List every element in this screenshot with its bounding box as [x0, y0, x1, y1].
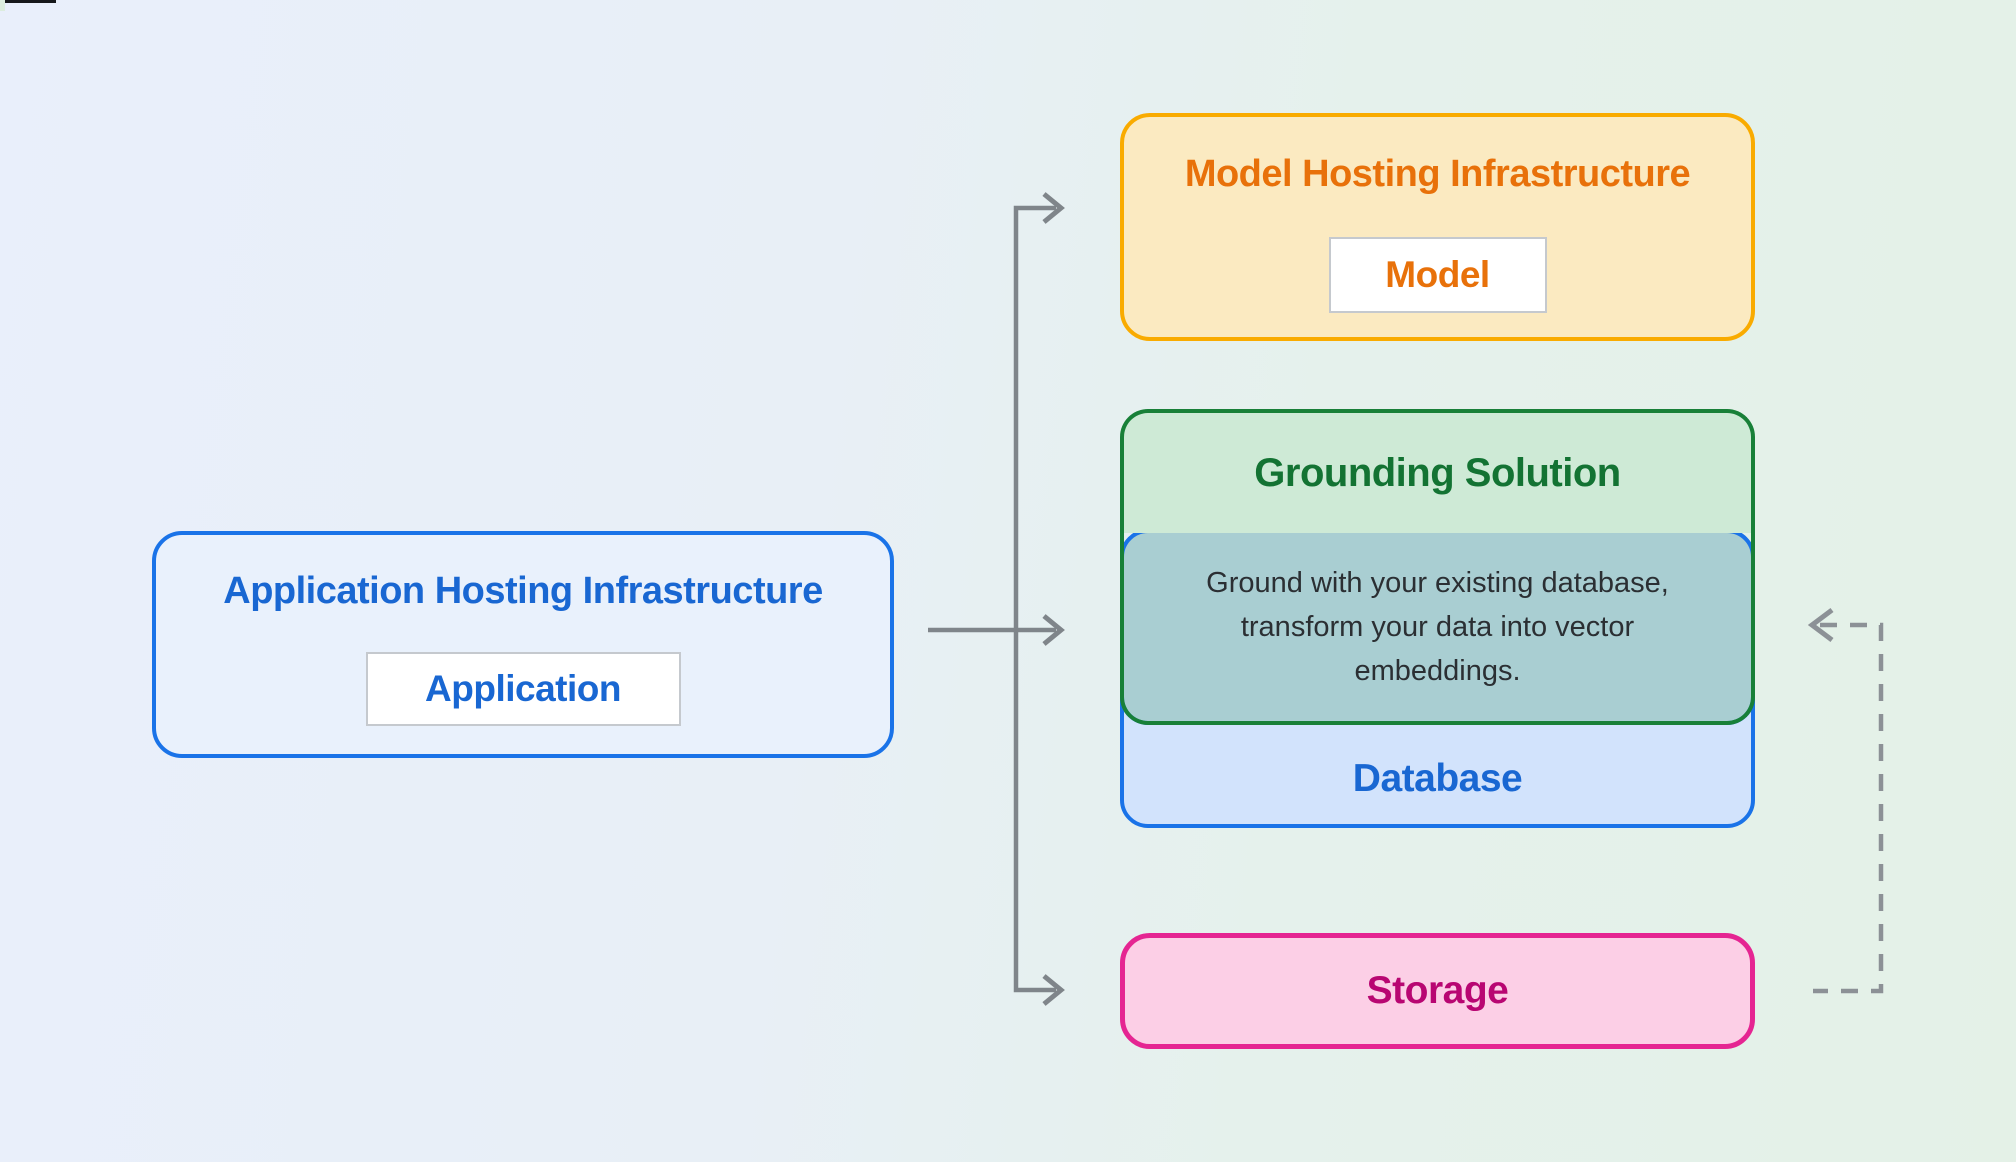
model-hosting-title: Model Hosting Infrastructure [1184, 153, 1691, 195]
model-hosting-box: Model Hosting Infrastructure Model [1120, 113, 1755, 341]
grounding-note: Ground with your existing database, tran… [1206, 567, 1669, 687]
arrowhead-to-model [1042, 192, 1065, 224]
application-chip: Application [365, 652, 681, 726]
grounding-solution-title: Grounding Solution [1254, 451, 1621, 495]
arrowhead-to-grounding [1042, 614, 1065, 646]
corner-artifact-green [0, 0, 5, 11]
database-label-strip: Database [1124, 729, 1751, 828]
storage-box: Storage [1120, 933, 1755, 1049]
storage-title: Storage [1366, 969, 1509, 1012]
application-hosting-title: Application Hosting Infrastructure [223, 570, 823, 612]
connector-trunk [1013, 205, 1056, 993]
application-hosting-box: Application Hosting Infrastructure Appli… [152, 531, 894, 758]
feedback-dashed-arrow [1813, 622, 1884, 994]
grounding-solution-box: Grounding Solution [1120, 409, 1755, 533]
arrowhead-to-storage [1042, 974, 1065, 1006]
grounding-database-overlap: Ground with your existing database, tran… [1120, 529, 1755, 725]
corner-artifact-bar [5, 0, 56, 3]
database-title: Database [1352, 756, 1523, 800]
model-chip: Model [1328, 237, 1547, 313]
feedback-arrowhead [1807, 608, 1834, 642]
